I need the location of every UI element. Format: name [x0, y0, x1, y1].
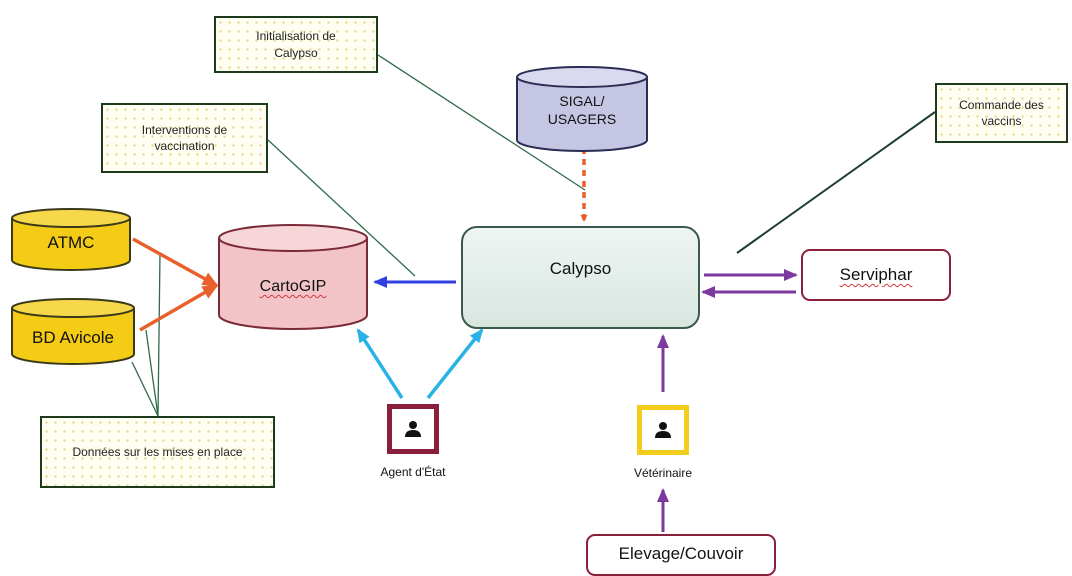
actor-agent-etat-caption: Agent d'État [356, 465, 470, 479]
arrow-agent-calypso [426, 328, 484, 400]
database-bd-avicole-shape [11, 298, 135, 365]
arrow-agent-cartogip [356, 328, 404, 399]
note-interventions-text: Interventions de vaccination [141, 122, 228, 153]
arrow-atmc-cartogip [132, 237, 219, 287]
database-sigal-label: SIGAL/ USAGERS [547, 93, 617, 128]
connector-donnees-2 [145, 329, 159, 417]
actor-veterinaire [637, 405, 689, 455]
note-interventions: Interventions de vaccination [101, 103, 268, 173]
database-bd-avicole-label: BD Avicole [32, 328, 114, 347]
actor-agent-etat-label: Agent d'État [380, 465, 446, 479]
system-elevage-couvoir-label: Elevage/Couvoir [618, 544, 744, 563]
system-calypso: Calypso [461, 226, 700, 329]
connector-initialisation [377, 54, 586, 191]
actor-veterinaire-label: Vétérinaire [633, 466, 693, 480]
database-atmc-label: ATMC [47, 233, 95, 252]
actor-veterinaire-caption: Vétérinaire [606, 466, 720, 480]
note-initialisation-text: Initialisation de Calypso [256, 29, 336, 60]
note-initialisation: Initialisation de Calypso [214, 16, 378, 73]
system-serviphar-label: Serviphar [839, 265, 913, 284]
connector-commande [736, 111, 936, 254]
actor-agent-etat [387, 404, 439, 454]
system-elevage-couvoir: Elevage/Couvoir [586, 534, 776, 576]
database-bd-avicole: BD Avicole [10, 297, 136, 365]
database-atmc-shape [11, 208, 131, 271]
database-atmc: ATMC [10, 207, 132, 271]
system-calypso-label: Calypso [549, 258, 612, 278]
note-commande: Commande des vaccins [935, 83, 1068, 143]
database-cartogip-shape [218, 224, 368, 330]
database-sigal-usagers: SIGAL/ USAGERS [515, 66, 649, 152]
note-donnees-text: Données sur les mises en place [72, 444, 243, 459]
person-icon [652, 420, 674, 440]
note-commande-text: Commande des vaccins [959, 97, 1044, 128]
note-donnees: Données sur les mises en place [40, 416, 275, 488]
system-serviphar: Serviphar [801, 249, 951, 301]
connector-donnees-1 [157, 252, 161, 417]
person-icon [402, 419, 424, 439]
database-cartogip: CartoGIP [217, 223, 369, 331]
database-cartogip-label: CartoGIP [259, 278, 327, 295]
connector-interventions [267, 139, 416, 277]
arrow-bdavicole-cartogip [139, 284, 219, 332]
database-sigal-shape [516, 66, 648, 152]
connector-donnees-3 [131, 361, 159, 417]
